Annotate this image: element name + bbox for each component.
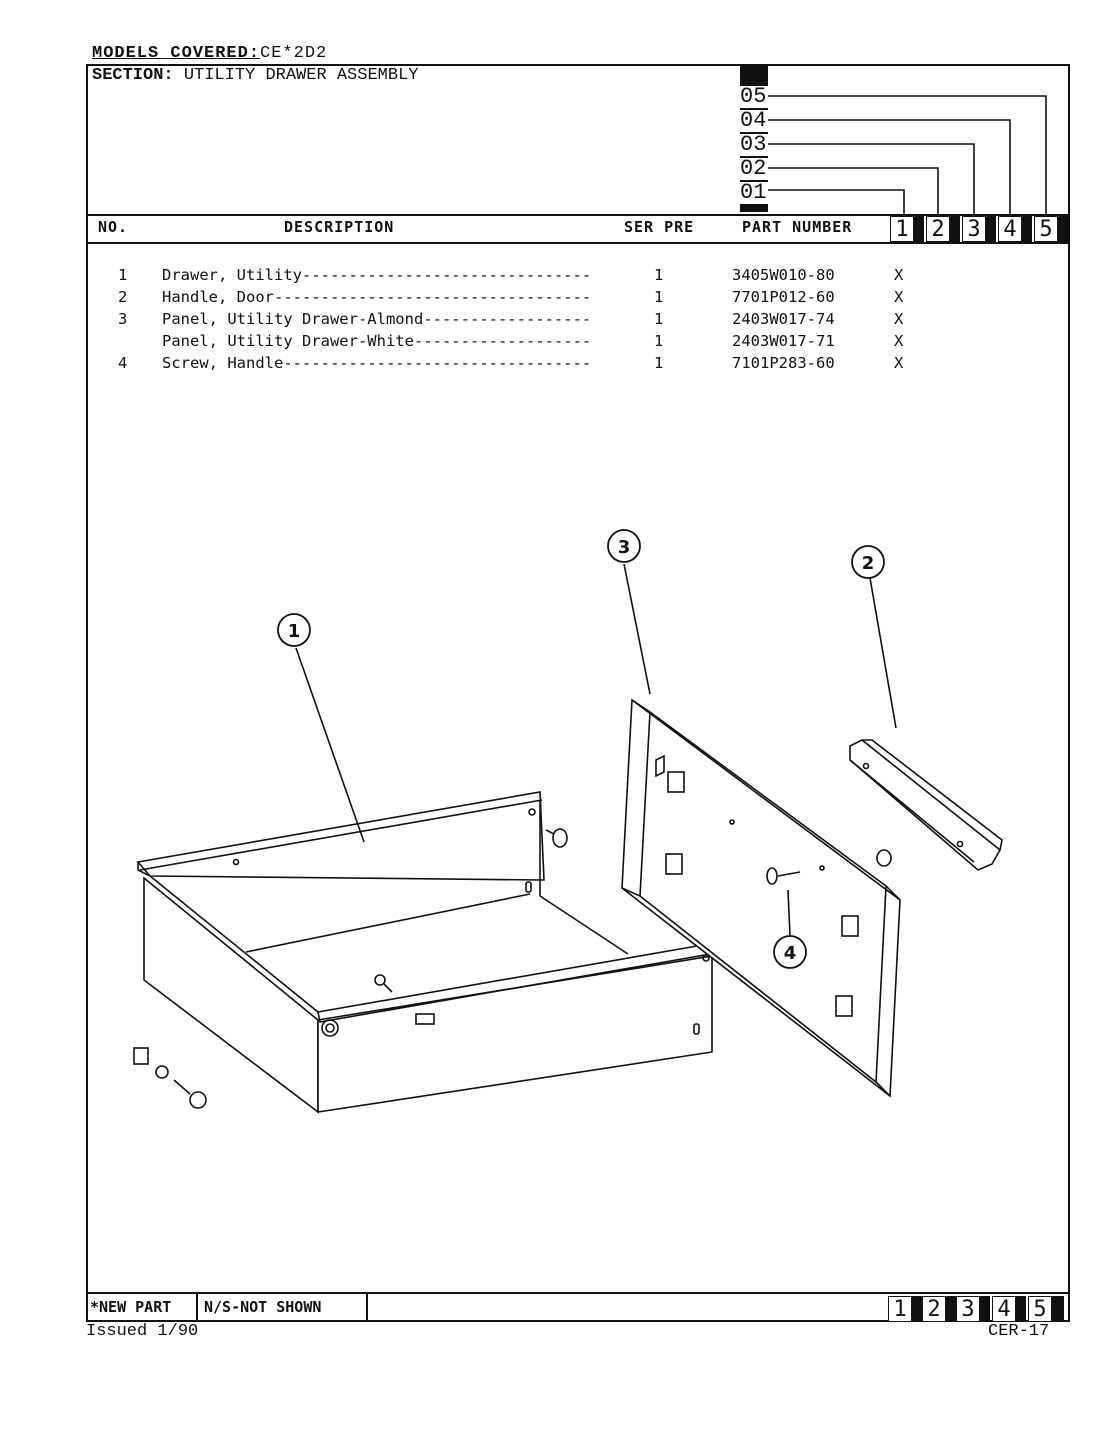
hardware — [133, 828, 892, 1109]
part-row-part-number: 3405W010-80 — [732, 266, 835, 284]
new-part-legend: *NEW PART — [90, 1298, 172, 1316]
part-row-part-number: 2403W017-71 — [732, 332, 835, 350]
part-row-qty: 1 — [654, 310, 664, 328]
part-row-no: 3 — [118, 310, 128, 328]
callout-label-2: 2 — [862, 553, 875, 574]
part-row-no: 2 — [118, 288, 128, 306]
footer-divider — [196, 1292, 198, 1322]
footer-model-divider — [1016, 1296, 1026, 1322]
part-row-qty: 1 — [654, 354, 664, 372]
part-row-description: Screw, Handle---------------------------… — [162, 354, 592, 372]
page-frame — [86, 64, 1070, 1322]
col-no-header: NO. — [98, 218, 129, 236]
footer-divider — [366, 1292, 368, 1322]
col-ser-pre-header: SER PRE — [624, 218, 695, 236]
model-col-4: 4 — [998, 216, 1022, 242]
callout-circle-3 — [607, 529, 641, 563]
section-line: SECTION: UTILITY DRAWER ASSEMBLY — [92, 66, 418, 85]
part-row-mark: X — [894, 354, 904, 372]
models-covered-label: MODELS COVERED: — [92, 44, 261, 63]
part-row-qty: 1 — [654, 288, 664, 306]
column-header-bar — [86, 214, 1070, 244]
model-col-divider-5 — [1058, 216, 1068, 242]
model-col-3: 3 — [962, 216, 986, 242]
model-col-divider-2 — [950, 216, 960, 242]
callout-circle-4 — [773, 935, 807, 969]
serial-tab-02: 02 — [740, 156, 768, 181]
handle-part — [849, 739, 1003, 871]
part-row-mark: X — [894, 288, 904, 306]
col-part-number-header: PART NUMBER — [742, 218, 853, 236]
part-row-mark: X — [894, 332, 904, 350]
footer-model-col-4: 4 — [992, 1296, 1016, 1322]
drawer-part — [136, 791, 723, 1114]
footer-model-divider — [912, 1296, 922, 1322]
issued-date: Issued 1/90 — [86, 1322, 199, 1341]
models-covered-value: CE*2D2 — [260, 44, 328, 63]
document-id: CER-17 — [988, 1322, 1050, 1341]
model-col-divider-3 — [986, 216, 996, 242]
callout-circle-1 — [277, 613, 311, 647]
part-row-mark: X — [894, 266, 904, 284]
callout-circle-2 — [851, 545, 885, 579]
col-description-header: DESCRIPTION — [284, 218, 395, 236]
serial-tab-05: 05 — [740, 84, 768, 109]
part-row-part-number: 2403W017-74 — [732, 310, 835, 328]
model-col-divider-4 — [1022, 216, 1032, 242]
footer-model-divider — [1052, 1296, 1064, 1322]
model-col-2: 2 — [926, 216, 950, 242]
section-value: UTILITY DRAWER ASSEMBLY — [183, 66, 419, 85]
model-col-5: 5 — [1034, 216, 1058, 242]
part-row-qty: 1 — [654, 266, 664, 284]
part-row-no: 4 — [118, 354, 128, 372]
serial-tab-04: 04 — [740, 108, 768, 133]
not-shown-legend: N/S-NOT SHOWN — [204, 1298, 322, 1316]
part-row-qty: 1 — [654, 332, 664, 350]
callout-label-1: 1 — [288, 621, 301, 642]
serial-tab-01: 01 — [740, 180, 768, 205]
models-covered-line: MODELS COVERED:CE*2D2 — [92, 44, 327, 63]
footer-model-col-5: 5 — [1028, 1296, 1052, 1322]
model-col-divider-1 — [914, 216, 924, 242]
part-row-description: Panel, Utility Drawer-Almond------------… — [162, 310, 592, 328]
model-col-1: 1 — [890, 216, 914, 242]
part-row-description: Handle, Door----------------------------… — [162, 288, 592, 306]
callout-label-4: 4 — [784, 943, 797, 964]
callout-label-3: 3 — [618, 537, 631, 558]
part-row-part-number: 7701P012-60 — [732, 288, 835, 306]
footer-bar — [86, 1292, 1070, 1322]
panel-part — [621, 698, 901, 1098]
footer-model-col-2: 2 — [922, 1296, 946, 1322]
part-row-no: 1 — [118, 266, 128, 284]
serial-tab-03: 03 — [740, 132, 768, 157]
footer-model-col-1: 1 — [888, 1296, 912, 1322]
part-row-description: Panel, Utility Drawer-White-------------… — [162, 332, 592, 350]
footer-model-divider — [946, 1296, 956, 1322]
section-label: SECTION: — [92, 66, 174, 85]
part-row-part-number: 7101P283-60 — [732, 354, 835, 372]
part-row-description: Drawer, Utility-------------------------… — [162, 266, 592, 284]
serial-leaders — [768, 95, 1047, 214]
footer-model-col-3: 3 — [956, 1296, 980, 1322]
part-row-mark: X — [894, 310, 904, 328]
footer-model-divider — [980, 1296, 990, 1322]
